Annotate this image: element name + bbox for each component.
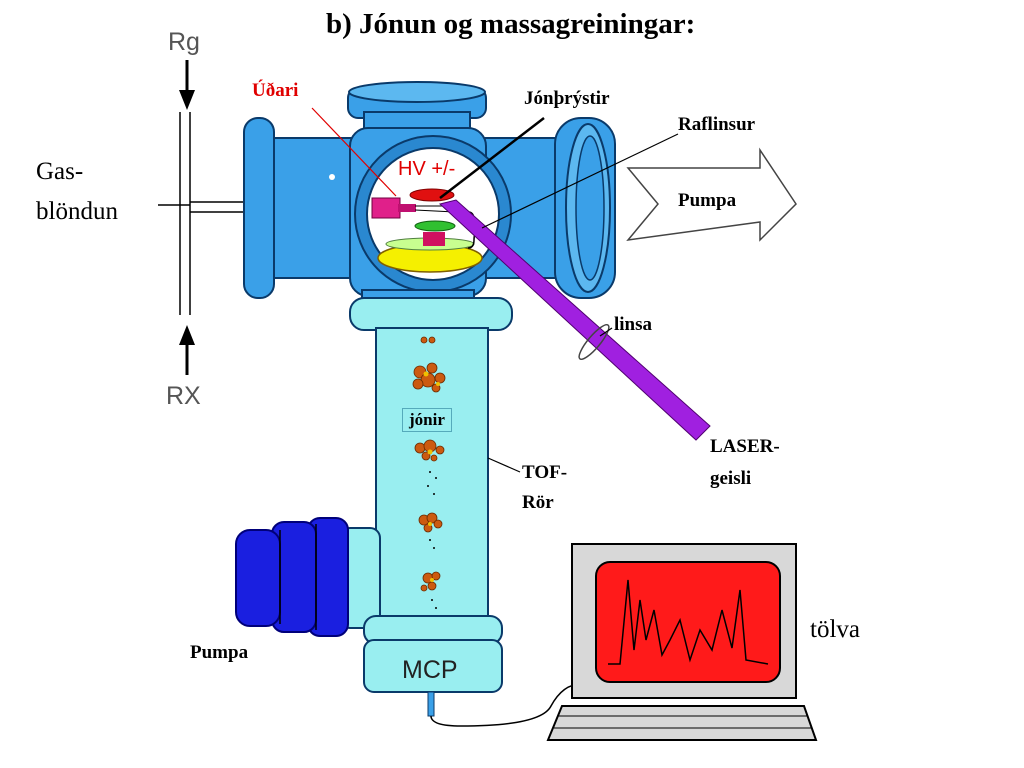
top-flange [347, 81, 487, 135]
rg-label: Rg [168, 28, 200, 56]
diagram-title: b) Jónun og massagreiningar: [326, 8, 696, 40]
raflinsur-label: Raflinsur [678, 114, 756, 135]
pumpa-bottom-label: Pumpa [190, 642, 249, 663]
jonir-label: jónir [402, 408, 452, 432]
ion-clusters [412, 336, 446, 631]
udari-label: Úðari [252, 80, 299, 101]
tof-tube [375, 327, 489, 631]
gas-label-line2: blöndun [36, 198, 118, 225]
central-chamber [349, 127, 512, 297]
pump-out-arrow-icon [626, 147, 797, 242]
computer [546, 543, 818, 741]
laser-beam [438, 199, 711, 441]
jonthrystir-label: Jónþrýstir [524, 88, 610, 109]
laser-label-line2: geisli [710, 468, 752, 489]
tof-label-line1: TOF- [522, 462, 568, 483]
rx-arrow-icon [179, 325, 195, 375]
linsa-label: linsa [614, 314, 653, 335]
signal-cable [430, 683, 582, 727]
pointer-lines [311, 107, 679, 473]
tof-label-line2: Rör [522, 492, 554, 513]
mcp-label: MCP [402, 656, 458, 684]
rx-label: RX [166, 382, 201, 410]
side-pump [235, 517, 381, 637]
laser-label-line1: LASER- [710, 436, 780, 457]
rg-arrow-icon [179, 60, 195, 110]
gas-label-line1: Gas- [36, 158, 84, 185]
hv-label: HV +/- [398, 158, 456, 180]
lower-flange [349, 289, 513, 331]
mcp-base [363, 615, 503, 717]
pumpa-top-label: Pumpa [678, 190, 737, 211]
tolva-label: tölva [810, 616, 860, 643]
spectrum-trace [608, 579, 769, 665]
